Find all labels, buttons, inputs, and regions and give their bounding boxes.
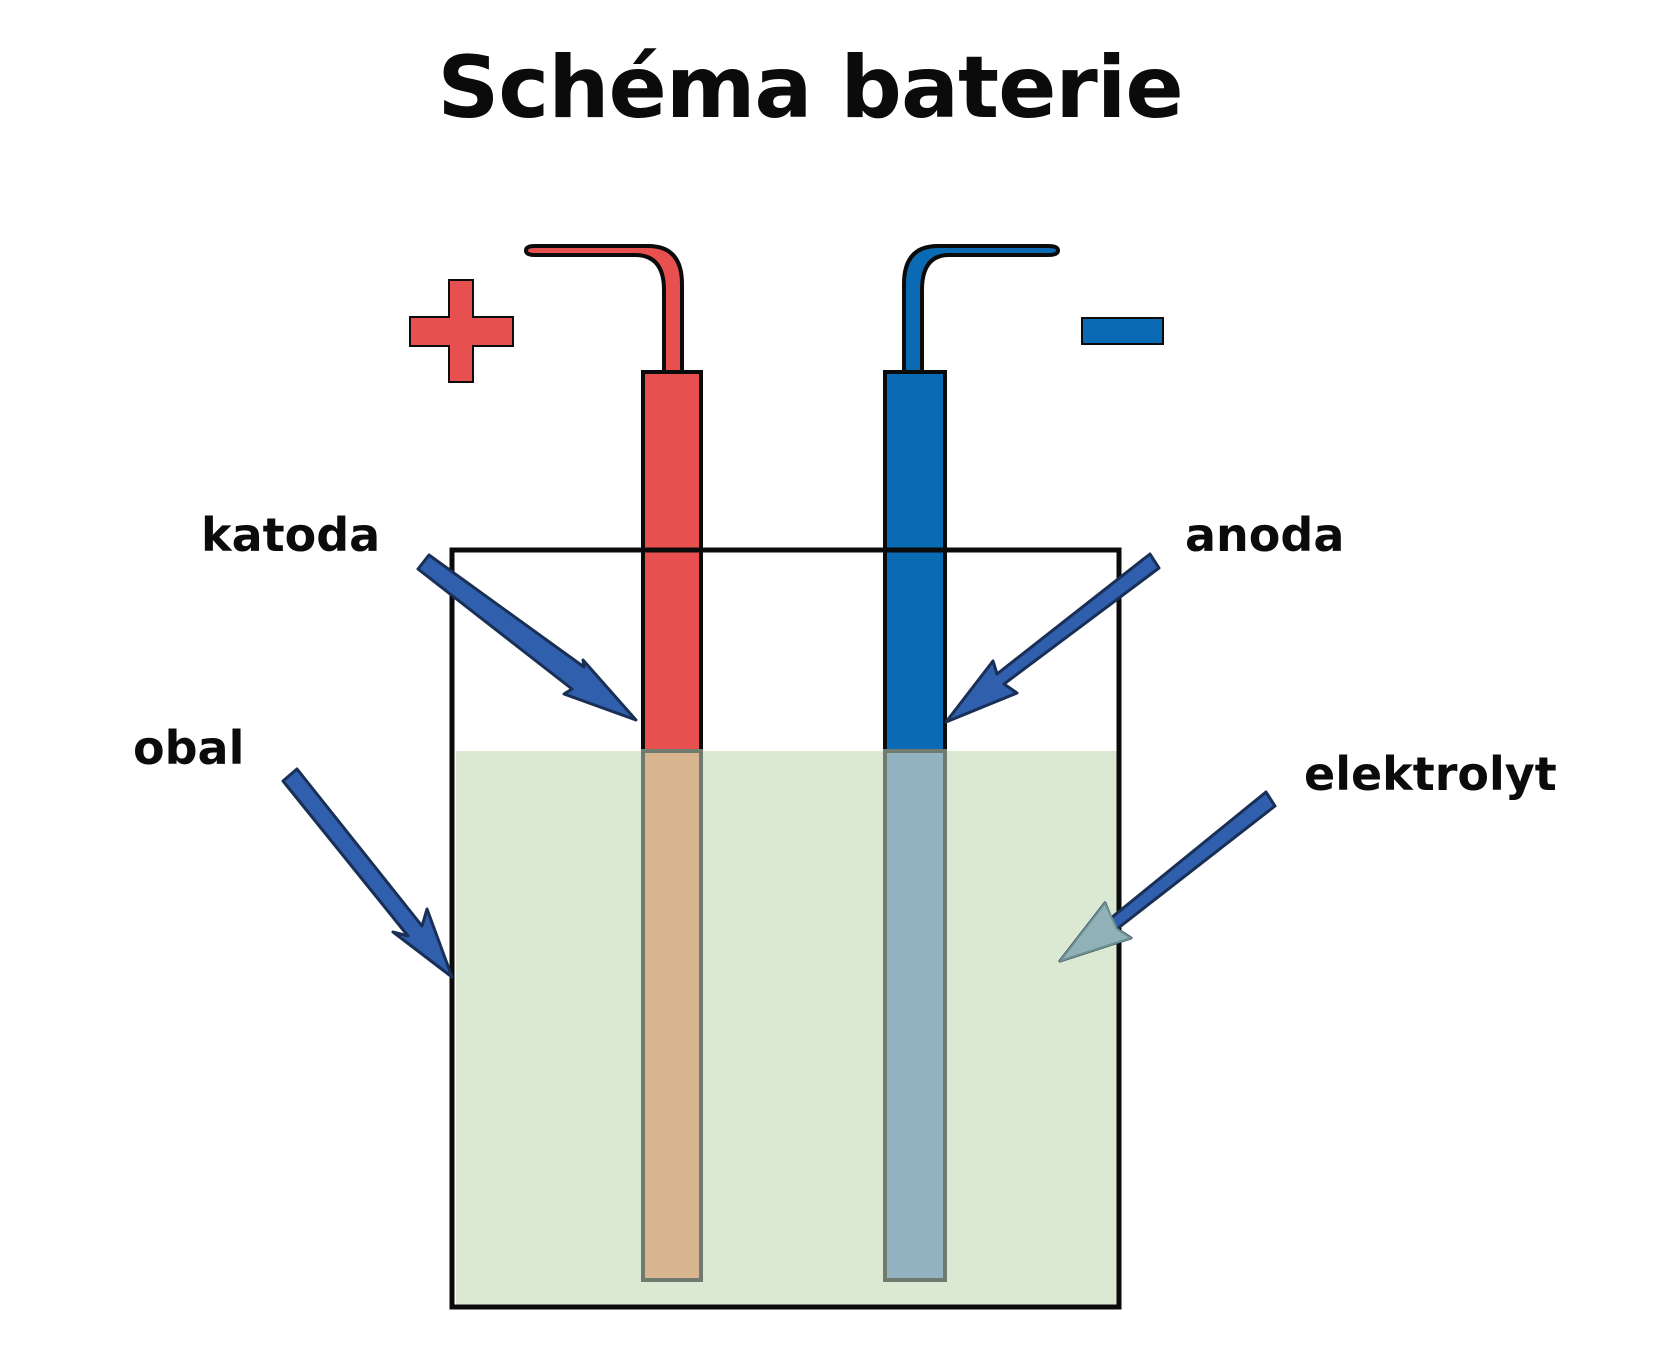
- anode-rod-submerged: [883, 749, 947, 1282]
- anode-label: anoda: [1185, 508, 1344, 562]
- anode-arrow-icon: [944, 552, 1161, 724]
- electrolyte-label: elektrolyt: [1304, 747, 1557, 801]
- cathode-rod-submerged: [641, 749, 703, 1282]
- cathode-arrow-icon: [416, 553, 638, 722]
- diagram-title: Schéma baterie: [437, 38, 1183, 138]
- anode-wire: [902, 244, 1060, 374]
- cathode-wire: [524, 244, 684, 374]
- casing-label: obal: [133, 721, 244, 775]
- electrolyte-arrow-icon: [1058, 790, 1277, 963]
- minus-sign-icon: [1081, 317, 1164, 345]
- casing-arrow-icon: [281, 767, 454, 979]
- cathode-rod: [641, 370, 703, 753]
- anode-rod: [883, 370, 947, 753]
- electrolyte-liquid: [456, 751, 1119, 1308]
- cathode-label: katoda: [201, 508, 380, 562]
- plus-sign-icon: [409, 279, 514, 383]
